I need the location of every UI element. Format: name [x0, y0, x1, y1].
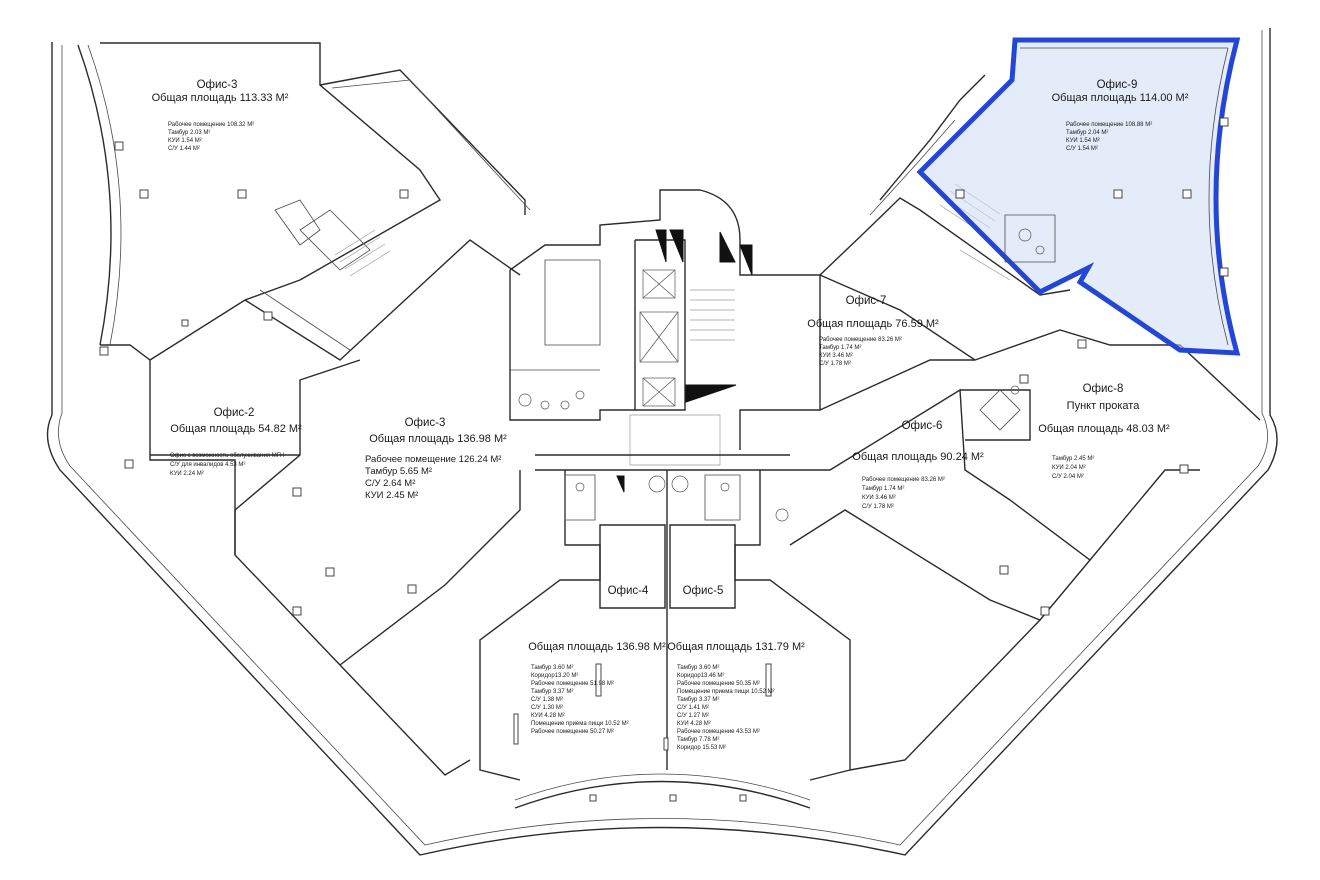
svg-text:Рабочее помещение 50.35 М²: Рабочее помещение 50.35 М² — [677, 681, 760, 687]
svg-text:Коридор13.46 М²: Коридор13.46 М² — [677, 673, 724, 679]
office-8-label: Офис-8 Пункт проката Общая площадь 48.03… — [1038, 383, 1170, 480]
toilet-icon — [720, 482, 730, 492]
svg-text:КУИ 2.24 М²: КУИ 2.24 М² — [170, 471, 204, 477]
svg-text:Тамбур 3.37 М²: Тамбур 3.37 М² — [677, 697, 719, 703]
elevator-icon — [642, 269, 676, 299]
svg-text:Офис-8: Офис-8 — [1083, 383, 1124, 395]
office-9-interior — [1004, 47, 1229, 346]
office-7-label: Офис-7 Общая площадь 76.59 М² Рабочее по… — [807, 295, 939, 367]
toilet-icon — [775, 508, 789, 522]
svg-text:Общая площадь 48.03 М²: Общая площадь 48.03 М² — [1038, 423, 1170, 435]
office-5-label: Офис-5 Общая площадь 131.79 М² Тамбур 3.… — [667, 585, 805, 751]
elevator-icon — [639, 311, 679, 363]
svg-text:Офис-3: Офис-3 — [405, 417, 446, 429]
svg-text:КУИ 3.46 М²: КУИ 3.46 М² — [862, 495, 896, 501]
svg-text:Тамбур 2.45 М²: Тамбур 2.45 М² — [1052, 456, 1094, 462]
svg-text:Офис с возможность обслуживани: Офис с возможность обслуживания МГН — [170, 453, 284, 459]
svg-text:КУИ 1.54 М²: КУИ 1.54 М² — [1066, 138, 1100, 144]
svg-text:Общая площадь 76.59 М²: Общая площадь 76.59 М² — [807, 318, 939, 330]
toilet-icon — [1010, 385, 1020, 395]
svg-text:Офис-3: Офис-3 — [197, 79, 238, 91]
svg-text:КУИ 4.28 М²: КУИ 4.28 М² — [677, 721, 711, 727]
toilet-icon — [575, 482, 585, 492]
office-4-label: Офис-4 Общая площадь 136.98 М² Тамбур 3.… — [528, 585, 666, 735]
svg-text:С/У 2.64 М²: С/У 2.64 М² — [365, 478, 415, 489]
svg-text:Рабочее помещение 108.88 М²: Рабочее помещение 108.88 М² — [1066, 122, 1152, 128]
svg-text:С/У 2.04 М²: С/У 2.04 М² — [1052, 474, 1084, 480]
office-9-label: Офис-9 Общая площадь 114.00 М² Рабочее п… — [1052, 79, 1189, 152]
toilet-icon — [518, 393, 532, 407]
office-9-highlight[interactable] — [916, 37, 1241, 356]
svg-text:Тамбур 7.78 М²: Тамбур 7.78 М² — [677, 737, 719, 743]
right-wing-walls — [775, 74, 1261, 771]
svg-text:Коридор 15.53 М²: Коридор 15.53 М² — [677, 745, 726, 751]
svg-text:Коридор13.20 М²: Коридор13.20 М² — [531, 673, 578, 679]
svg-text:Рабочее помещение 51.98 М²: Рабочее помещение 51.98 М² — [531, 681, 614, 687]
svg-text:С/У 1.27 М²: С/У 1.27 М² — [677, 713, 709, 719]
svg-text:Офис-6: Офис-6 — [902, 420, 943, 432]
svg-text:Рабочее помещение 50.27 М²: Рабочее помещение 50.27 М² — [531, 729, 614, 735]
stair-icon — [690, 289, 735, 341]
svg-text:Рабочее помещение 126.24 М²: Рабочее помещение 126.24 М² — [365, 454, 501, 465]
svg-text:С/У 1.78 М²: С/У 1.78 М² — [862, 504, 894, 510]
office-2-label: Офис-2 Общая площадь 54.82 М² Офис с воз… — [170, 407, 302, 477]
svg-text:Тамбур 5.65 М²: Тамбур 5.65 М² — [365, 466, 432, 477]
svg-text:С/У 1.44 М²: С/У 1.44 М² — [168, 146, 200, 152]
left-wing-walls — [100, 42, 531, 781]
svg-text:КУИ 3.46 М²: КУИ 3.46 М² — [819, 353, 853, 359]
svg-text:Общая площадь 90.24 М²: Общая площадь 90.24 М² — [852, 451, 984, 463]
building-outline — [46, 28, 1278, 856]
svg-text:С/У для инвалидов 4.53 М²: С/У для инвалидов 4.53 М² — [170, 462, 245, 468]
svg-text:Общая площадь 136.98 М²: Общая площадь 136.98 М² — [528, 641, 666, 653]
svg-text:Офис-7: Офис-7 — [846, 295, 887, 307]
svg-text:Пункт проката: Пункт проката — [1067, 400, 1141, 412]
svg-text:Рабочее помещение 83.26 М²: Рабочее помещение 83.26 М² — [819, 337, 902, 343]
office-3-top-label: Офис-3 Общая площадь 113.33 М² Рабочее п… — [152, 79, 289, 152]
toilet-icon — [1018, 228, 1032, 242]
columns — [99, 117, 1229, 802]
elevator-icon — [642, 377, 676, 407]
central-core — [509, 189, 821, 471]
svg-text:КУИ 2.45 М²: КУИ 2.45 М² — [365, 490, 418, 501]
svg-text:Общая площадь 54.82 М²: Общая площадь 54.82 М² — [170, 423, 302, 435]
svg-text:Тамбур 3.60 М²: Тамбур 3.60 М² — [677, 665, 719, 671]
svg-text:КУИ 1.54 М²: КУИ 1.54 М² — [168, 138, 202, 144]
svg-text:Тамбур 1.74 М²: Тамбур 1.74 М² — [819, 345, 861, 351]
svg-text:Общая площадь 114.00 М²: Общая площадь 114.00 М² — [1052, 92, 1189, 104]
svg-text:Общая площадь 136.98 М²: Общая площадь 136.98 М² — [369, 433, 507, 445]
svg-text:Помещение приема пищи 10.52 М²: Помещение приема пищи 10.52 М² — [677, 689, 775, 695]
svg-text:Общая площадь 131.79 М²: Общая площадь 131.79 М² — [667, 641, 805, 653]
svg-text:Рабочее помещение 43.53 М²: Рабочее помещение 43.53 М² — [677, 729, 760, 735]
svg-text:Офис-4: Офис-4 — [608, 585, 649, 597]
svg-text:С/У 1.38 М²: С/У 1.38 М² — [531, 697, 563, 703]
svg-text:Общая площадь 113.33 М²: Общая площадь 113.33 М² — [152, 92, 289, 104]
office-6-label: Офис-6 Общая площадь 90.24 М² Рабочее по… — [852, 420, 984, 510]
svg-text:С/У 1.41 М²: С/У 1.41 М² — [677, 705, 709, 711]
svg-text:Тамбур 1.74 М²: Тамбур 1.74 М² — [862, 486, 904, 492]
svg-text:С/У 1.78 М²: С/У 1.78 М² — [819, 361, 851, 367]
svg-text:Офис-9: Офис-9 — [1097, 79, 1138, 91]
svg-text:С/У 1.30 М²: С/У 1.30 М² — [531, 705, 563, 711]
svg-text:Тамбур 2.04 М²: Тамбур 2.04 М² — [1066, 130, 1108, 136]
svg-text:Тамбур 3.60 М²: Тамбур 3.60 М² — [531, 665, 573, 671]
svg-text:Рабочее помещение 108.32 М²: Рабочее помещение 108.32 М² — [168, 122, 254, 128]
svg-text:Офис-2: Офис-2 — [214, 407, 255, 419]
svg-text:Рабочее помещение 83.26 М²: Рабочее помещение 83.26 М² — [862, 477, 945, 483]
bottom-wing-walls — [479, 470, 851, 781]
svg-text:С/У 1.54 М²: С/У 1.54 М² — [1066, 146, 1098, 152]
svg-text:КУИ 2.04 М²: КУИ 2.04 М² — [1052, 465, 1086, 471]
svg-text:Помещение приема пищи 10.52 М²: Помещение приема пищи 10.52 М² — [531, 721, 629, 727]
svg-text:Тамбур 3.37 М²: Тамбур 3.37 М² — [531, 689, 573, 695]
office-3-mid-label: Офис-3 Общая площадь 136.98 М² Рабочее п… — [365, 417, 507, 501]
svg-text:Тамбур 2.03 М²: Тамбур 2.03 М² — [168, 130, 210, 136]
svg-text:Офис-5: Офис-5 — [683, 585, 724, 597]
svg-text:КУИ 4.28 М²: КУИ 4.28 М² — [531, 713, 565, 719]
